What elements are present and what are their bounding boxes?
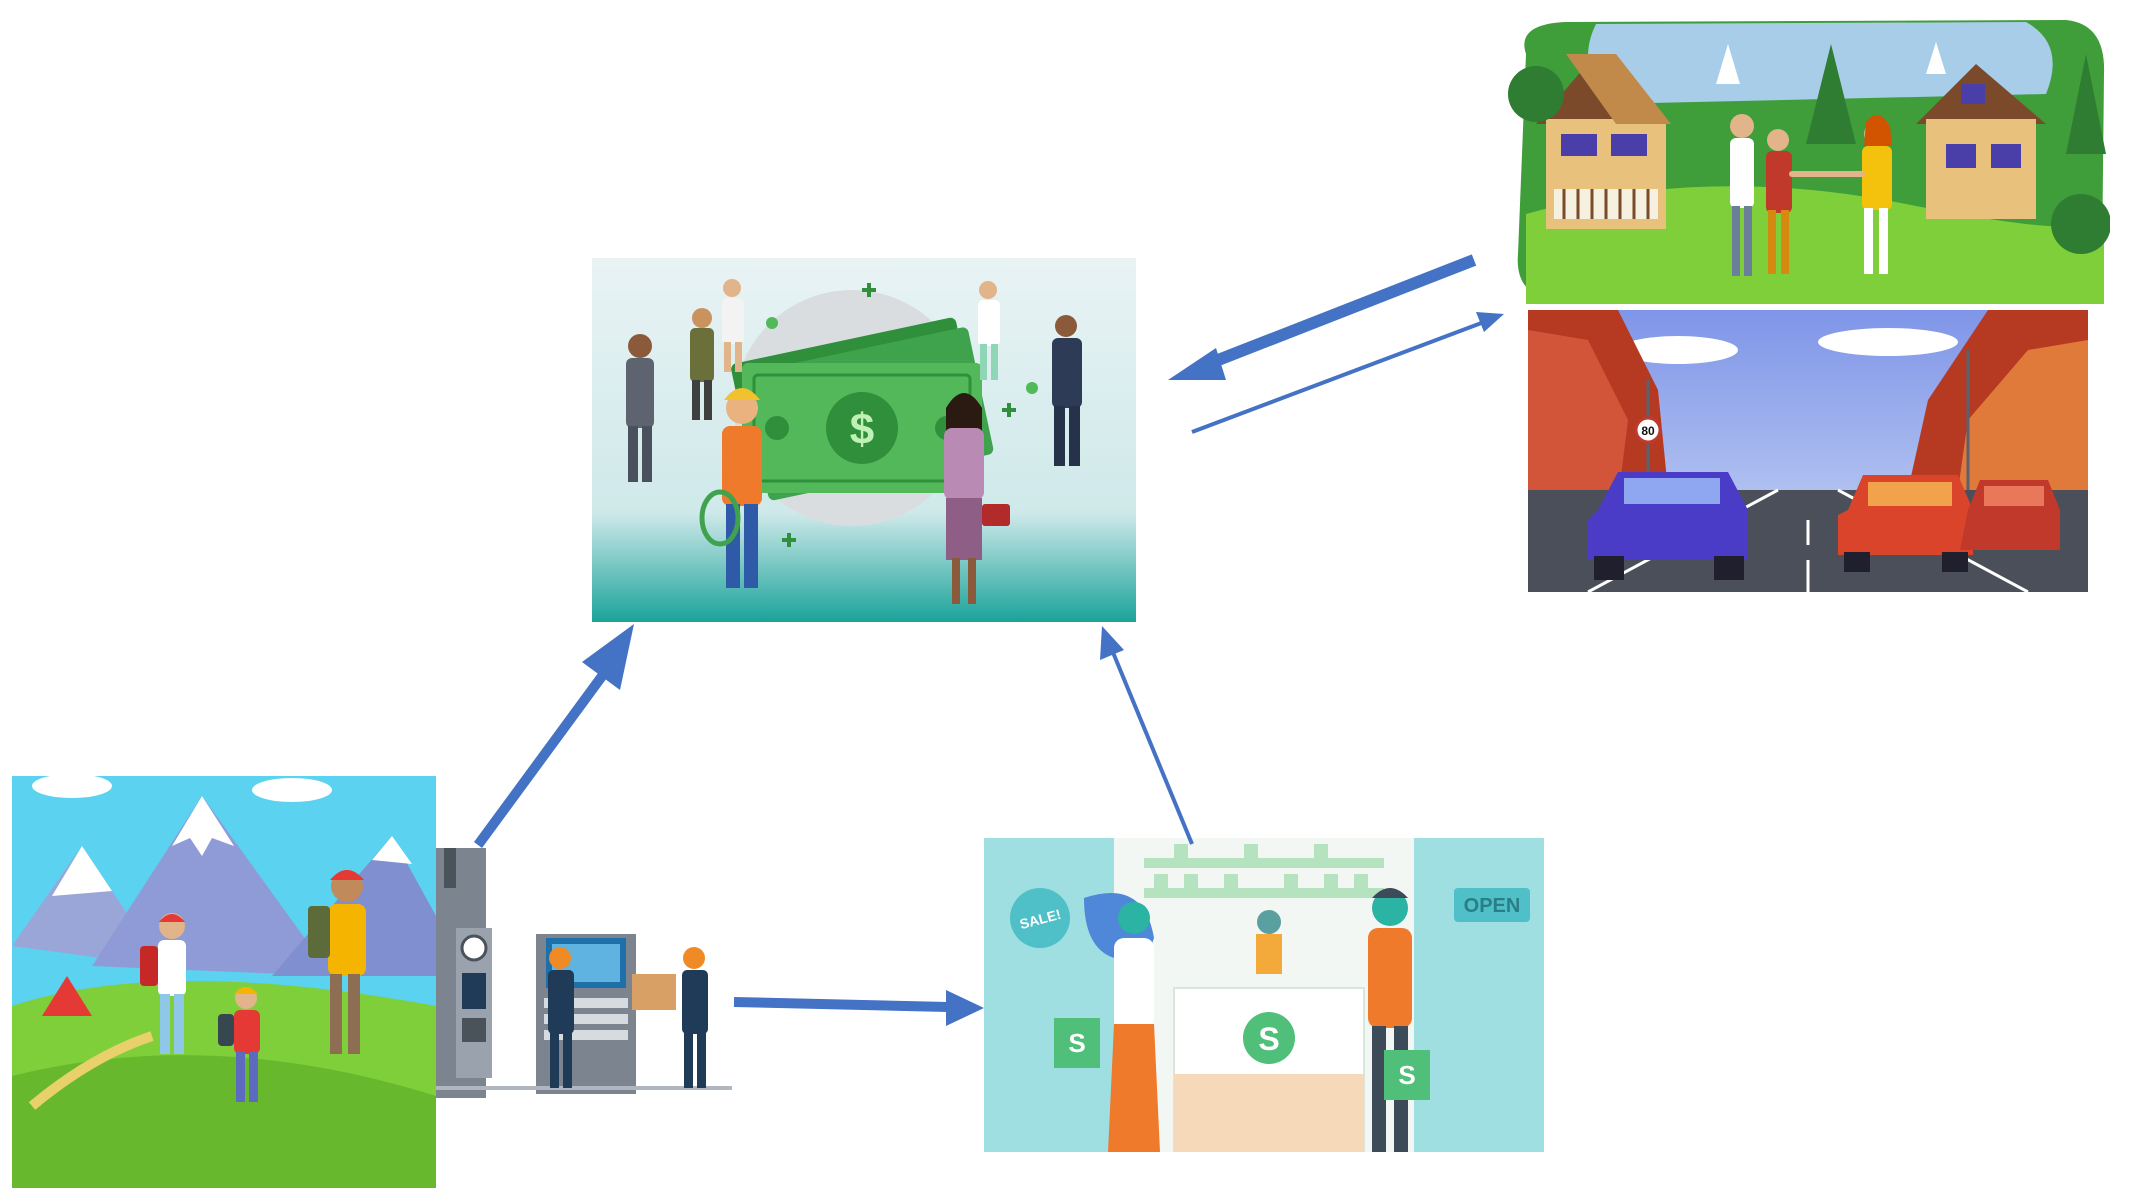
shop-panel-icon: SALE! OPEN S S (984, 838, 1544, 1152)
shopper-right: S (1368, 888, 1430, 1152)
arrow-production-to-income (473, 624, 634, 848)
money-panel: $ (592, 258, 1136, 622)
hike-panel-icon (12, 776, 436, 1188)
money-panel-icon: $ (592, 258, 1136, 622)
mountain-center (92, 796, 332, 976)
hikers (140, 870, 366, 1102)
car-blue (1588, 472, 1748, 580)
house-right (1916, 64, 2046, 219)
shelves (1144, 844, 1384, 898)
trees (1508, 44, 2110, 254)
counter-symbol: S (1258, 1021, 1279, 1057)
hike-panel (12, 776, 436, 1188)
road-panel: 80 (1528, 310, 2088, 592)
worker-figures (626, 279, 1082, 604)
factory-panel-icon (436, 848, 732, 1146)
cardboard-box (632, 974, 676, 1010)
suburb-panel (1506, 14, 2110, 306)
shop-panel: SALE! OPEN S S (984, 838, 1544, 1152)
open-sign: OPEN (1464, 895, 1521, 917)
car-red (1838, 475, 1973, 572)
tent (42, 976, 92, 1016)
dollar-sign: $ (850, 405, 874, 454)
factory-workers (548, 947, 708, 1088)
suburb-panel-icon (1508, 20, 2110, 304)
road-panel-icon: 80 (1528, 310, 2088, 592)
arrow-production-to-shop (733, 990, 984, 1026)
house-left (1536, 54, 1671, 229)
arrow-income-to-road (1191, 312, 1504, 434)
car-red-2 (1960, 480, 2060, 550)
arrow-neighbourhood-to-income (1168, 254, 1477, 380)
svg-text:80: 80 (1641, 424, 1655, 438)
svg-text:S: S (1068, 1028, 1085, 1058)
svg-text:S: S (1398, 1060, 1415, 1090)
shopper-left: S (1054, 893, 1160, 1152)
factory-panel (436, 848, 732, 1146)
window-left (984, 838, 1114, 1152)
neighbours (1730, 114, 1892, 276)
speed-sign (1634, 416, 1662, 444)
window-right (1414, 838, 1544, 1152)
arrow-shop-to-income (1100, 626, 1194, 845)
